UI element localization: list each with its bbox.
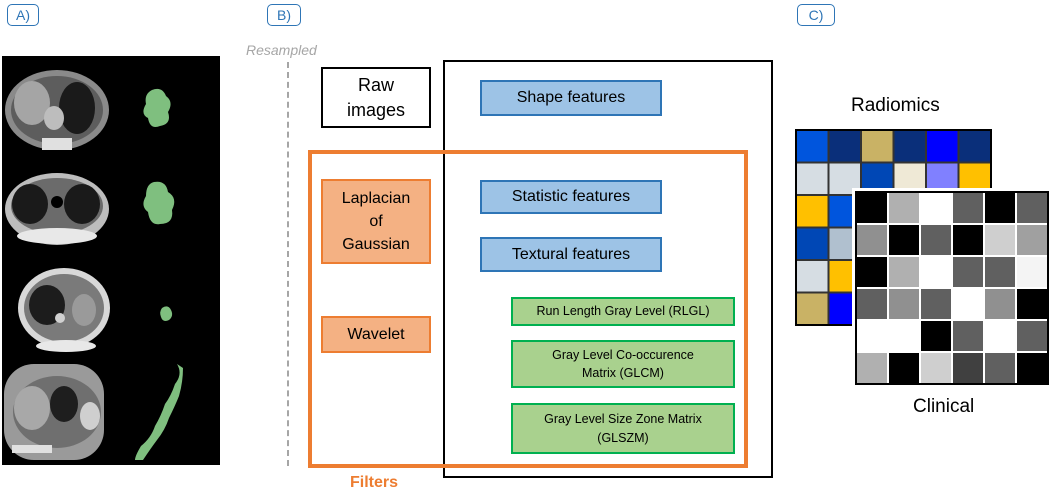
clinical-matrix-cell bbox=[887, 351, 921, 385]
radiomics-matrix-cell bbox=[795, 161, 830, 196]
clinical-matrix-cell bbox=[983, 287, 1017, 321]
ct-scan-3 bbox=[18, 268, 173, 352]
shape-features-box: Shape features bbox=[480, 80, 662, 116]
ct-scan-2 bbox=[5, 173, 175, 245]
clinical-matrix-cell bbox=[887, 223, 921, 257]
panel-tag-b: B) bbox=[267, 4, 301, 26]
raw-images-box: Raw images bbox=[321, 67, 431, 128]
glcm-line-1: Gray Level Co-occurence bbox=[552, 347, 694, 362]
log-line-3: Gaussian bbox=[342, 236, 410, 254]
clinical-matrix-cell bbox=[919, 255, 953, 289]
ct-row-2 bbox=[2, 164, 220, 254]
clinical-matrix-cell bbox=[983, 255, 1017, 289]
panel-tag-c: C) bbox=[797, 4, 835, 26]
radiomics-matrix-cell bbox=[795, 259, 830, 294]
radiomics-matrix-cell bbox=[925, 129, 960, 164]
feature-extraction-frame bbox=[443, 60, 773, 478]
radiomics-matrix-cell bbox=[957, 129, 992, 164]
clinical-matrix-cell bbox=[855, 191, 889, 225]
textural-features-label: Textural features bbox=[511, 245, 631, 263]
radiomics-matrix-cell bbox=[860, 129, 895, 164]
statistic-features-box: Statistic features bbox=[480, 180, 662, 214]
resampled-label: Resampled bbox=[246, 42, 317, 58]
clinical-matrix-cell bbox=[919, 287, 953, 321]
radiomics-matrix-cell bbox=[892, 129, 927, 164]
tumor-segmentation-2 bbox=[143, 181, 175, 225]
clinical-label: Clinical bbox=[913, 396, 975, 417]
ct-row-3 bbox=[2, 260, 220, 354]
clinical-matrix bbox=[852, 188, 1049, 385]
clinical-matrix-cell bbox=[951, 223, 985, 257]
radiomics-matrix-cell bbox=[795, 129, 830, 164]
tumor-segmentation-3 bbox=[160, 306, 173, 321]
clinical-matrix-cell bbox=[983, 191, 1017, 225]
radiomics-matrix-cell bbox=[795, 226, 830, 261]
log-line-2: of bbox=[369, 212, 383, 230]
statistic-features-label: Statistic features bbox=[511, 188, 631, 205]
clinical-matrix-cell bbox=[1015, 287, 1049, 321]
ct-row-4 bbox=[2, 360, 220, 463]
glszm-line-1: Gray Level Size Zone Matrix bbox=[544, 412, 702, 427]
glszm-line-2: (GLSZM) bbox=[597, 430, 649, 445]
clinical-matrix-cell bbox=[983, 319, 1017, 353]
clinical-matrix-cell bbox=[1015, 351, 1049, 385]
textural-features-box: Textural features bbox=[480, 237, 662, 272]
panel-tag-a: A) bbox=[7, 4, 39, 26]
clinical-matrix-cell bbox=[951, 351, 985, 385]
clinical-matrix-cell bbox=[855, 351, 889, 385]
clinical-matrix-cell bbox=[855, 223, 889, 257]
wavelet-label: Wavelet bbox=[347, 325, 405, 343]
glszm-box: Gray Level Size Zone Matrix (GLSZM) bbox=[511, 403, 735, 454]
glcm-box: Gray Level Co-occurence Matrix (GLCM) bbox=[511, 340, 735, 388]
clinical-matrix-cell bbox=[855, 319, 889, 353]
filters-label: Filters bbox=[350, 474, 399, 491]
wavelet-box: Wavelet bbox=[321, 316, 431, 353]
ct-panel bbox=[2, 56, 220, 465]
clinical-matrix-cell bbox=[919, 351, 953, 385]
tumor-segmentation-1 bbox=[143, 88, 171, 127]
laplacian-of-gaussian-box: Laplacian of Gaussian bbox=[321, 179, 431, 264]
clinical-matrix-cell bbox=[887, 319, 921, 353]
clinical-matrix-cell bbox=[855, 255, 889, 289]
clinical-matrix-cell bbox=[855, 287, 889, 321]
clinical-matrix-cell bbox=[951, 287, 985, 321]
clinical-matrix-cell bbox=[887, 255, 921, 289]
shape-features-label: Shape features bbox=[516, 89, 626, 106]
ct-row-1 bbox=[2, 58, 220, 156]
clinical-matrix-cell bbox=[919, 223, 953, 257]
clinical-matrix-cell bbox=[983, 351, 1017, 385]
ct-scan-4 bbox=[4, 364, 183, 460]
clinical-matrix-cell bbox=[1015, 191, 1049, 225]
tumor-segmentation-4 bbox=[135, 364, 183, 460]
raw-images-line-2: images bbox=[346, 99, 406, 120]
radiomics-matrix-cell bbox=[795, 194, 830, 229]
clinical-matrix-cell bbox=[919, 319, 953, 353]
glcm-line-2: Matrix (GLCM) bbox=[582, 366, 664, 380]
clinical-matrix-cell bbox=[951, 191, 985, 225]
ct-scan-1 bbox=[5, 70, 171, 150]
clinical-matrix-cell bbox=[1015, 223, 1049, 257]
rlgl-label: Run Length Gray Level (RLGL) bbox=[536, 304, 710, 319]
clinical-matrix-border bbox=[855, 191, 1049, 385]
clinical-matrix-cell bbox=[951, 255, 985, 289]
raw-images-line-1: Raw bbox=[357, 75, 394, 96]
clinical-matrix-cell bbox=[887, 287, 921, 321]
resampled-divider bbox=[287, 62, 289, 466]
matrices-figure bbox=[795, 129, 1049, 385]
clinical-matrix-cell bbox=[919, 191, 953, 225]
rlgl-box: Run Length Gray Level (RLGL) bbox=[511, 297, 735, 326]
clinical-matrix-cell bbox=[951, 319, 985, 353]
clinical-matrix-cell bbox=[1015, 255, 1049, 289]
clinical-matrix-cell bbox=[887, 191, 921, 225]
log-line-1: Laplacian bbox=[341, 189, 411, 207]
clinical-matrix-cell bbox=[983, 223, 1017, 257]
filters-frame bbox=[308, 150, 748, 468]
radiomics-label: Radiomics bbox=[851, 95, 940, 116]
clinical-matrix-cell bbox=[1015, 319, 1049, 353]
radiomics-matrix-cell bbox=[795, 291, 830, 326]
radiomics-matrix-cell bbox=[827, 129, 862, 164]
